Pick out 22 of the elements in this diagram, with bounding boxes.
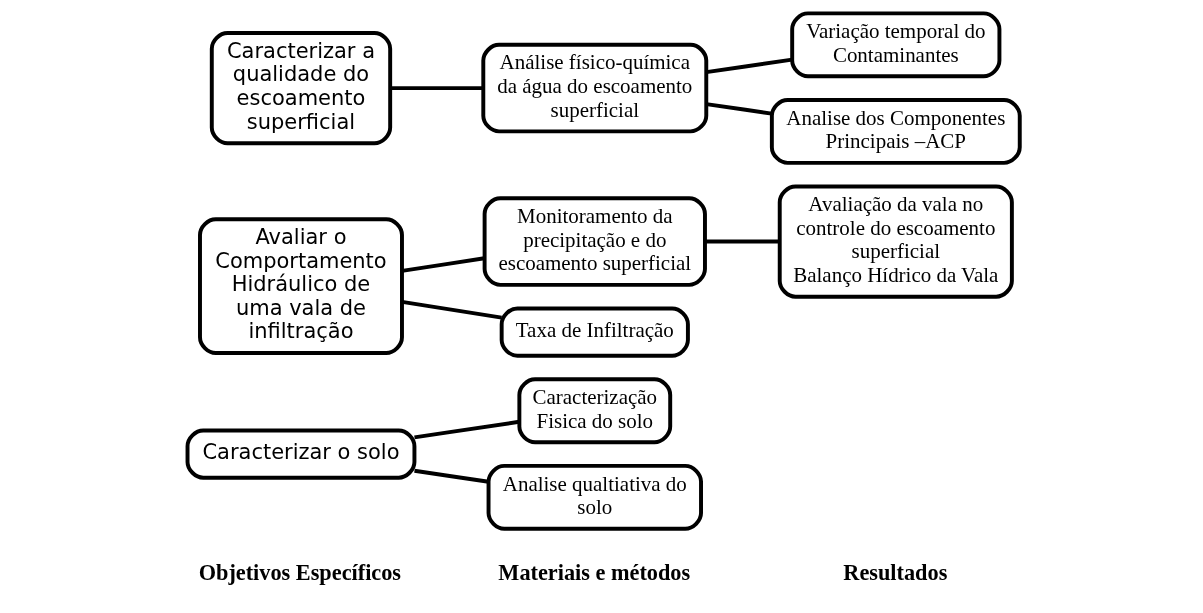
node-box: Caracterizar a qualidade do escoamento superficial <box>209 31 392 146</box>
node-box: Análise físico-química da água do escoamento superficial <box>480 42 708 134</box>
label: Resultados <box>842 560 947 586</box>
connector <box>389 86 483 91</box>
label: Objetivos Específicos <box>198 560 401 586</box>
node-box: Variação temporal do Contaminantes <box>789 11 1001 79</box>
node-box: Monitoramento da precipitação e do escoamento superficial <box>482 196 707 287</box>
connector <box>705 57 792 75</box>
connector <box>401 256 485 273</box>
connector <box>705 102 772 116</box>
node-box: Taxa de Infiltração <box>499 306 690 358</box>
connector <box>704 239 779 244</box>
label: Materiais e métodos <box>497 560 690 586</box>
node-box: Analise dos Componentes Principais –ACP <box>769 97 1022 165</box>
node-box: Caracterizar o solo <box>185 428 416 480</box>
connector <box>413 468 489 484</box>
connector <box>413 419 519 440</box>
node-box: Avaliar o Comportamento Hidráulico de uma vala de infiltração <box>197 217 404 356</box>
connector <box>401 299 502 320</box>
node-box: Caracterização Fisica do solo <box>516 377 672 445</box>
node-box: Avaliação da vala no controle do escoamento superficial Balanço Hídrico da Vala <box>777 184 1014 299</box>
node-box: Analise qualtiativa do solo <box>486 463 703 531</box>
